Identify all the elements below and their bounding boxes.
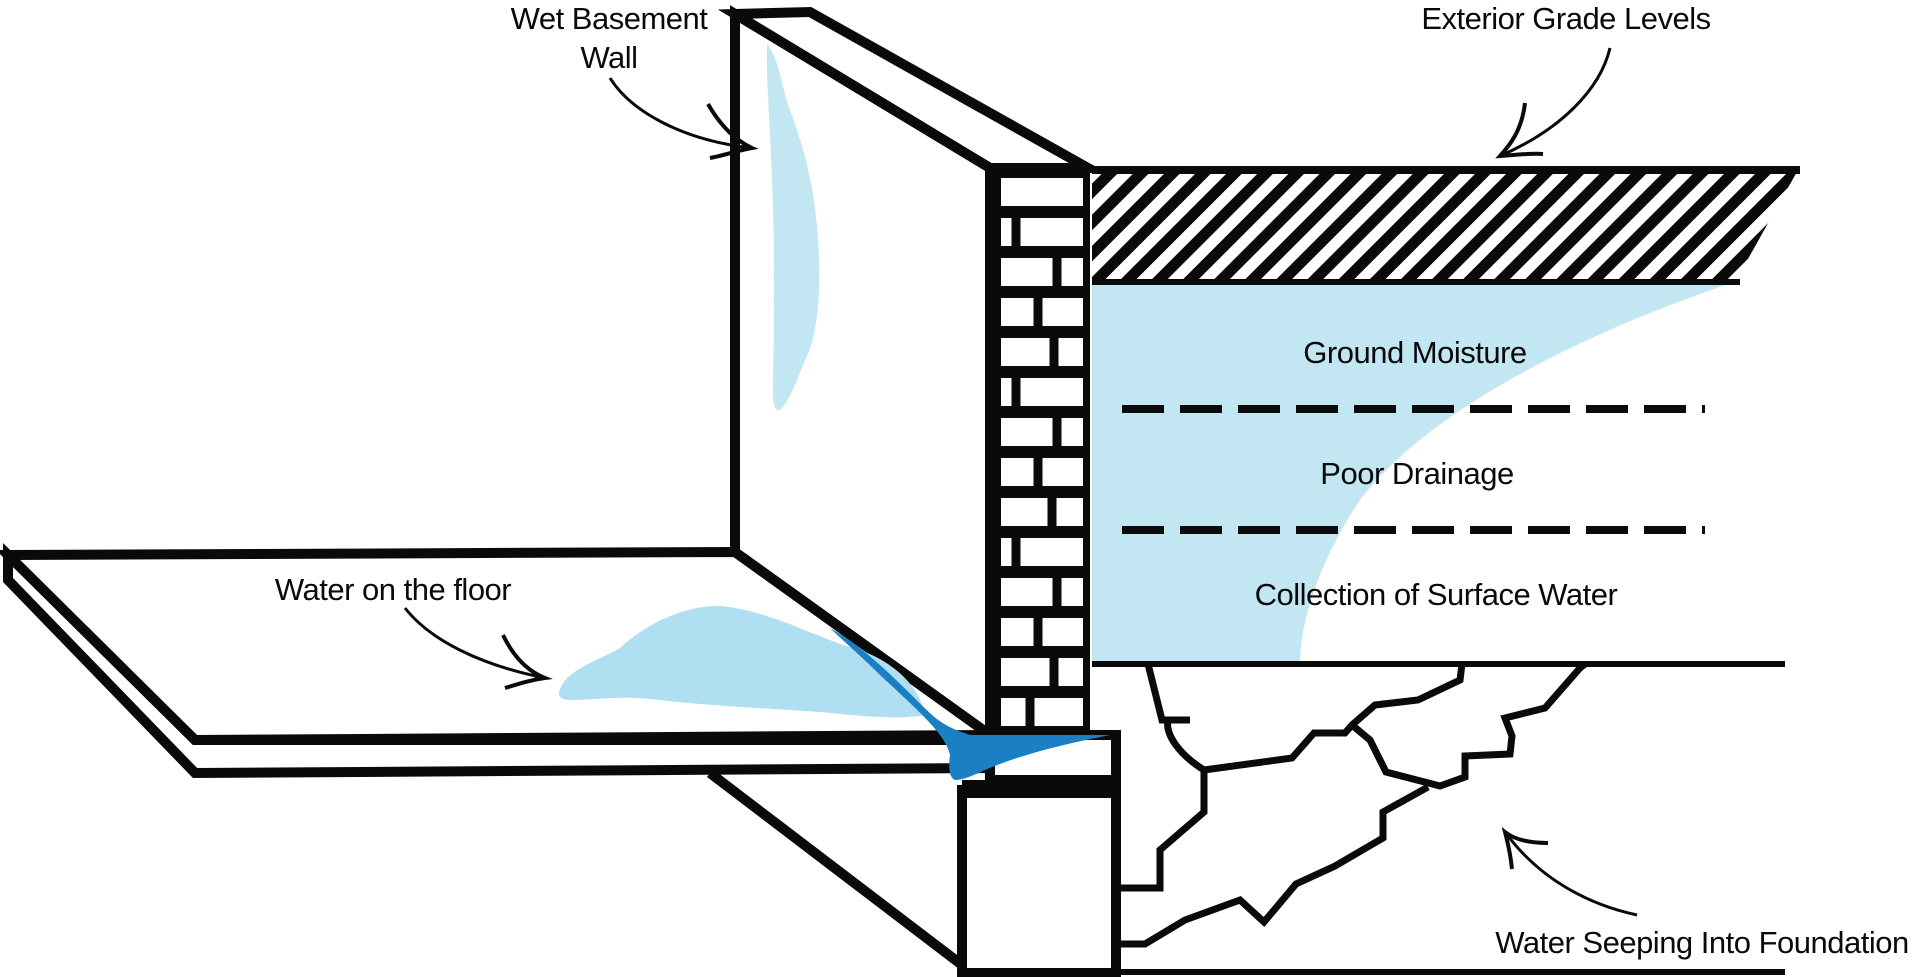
exterior-grade-band: [1092, 170, 1798, 282]
wet-wall-arrow: [608, 77, 753, 150]
brick: [1020, 538, 1083, 566]
ground-moisture-zone: [1092, 280, 1740, 665]
label-ground-moisture: Ground Moisture: [1303, 335, 1526, 370]
seeping-arrowhead: [1501, 826, 1549, 870]
brick: [1001, 618, 1034, 646]
brick: [1001, 658, 1050, 686]
brick: [1061, 258, 1083, 286]
brick: [1001, 338, 1050, 366]
label-water-floor: Water on the floor: [275, 572, 511, 607]
brick-wall-frame: [990, 168, 1090, 735]
label-exterior-grade: Exterior Grade Levels: [1421, 1, 1710, 36]
brick: [1061, 578, 1083, 606]
brick: [1001, 258, 1053, 286]
crack-middle: [1203, 663, 1466, 774]
floor-slab-edge: [2, 543, 995, 779]
brick: [1034, 698, 1083, 726]
label-wet-wall-line2: Wall: [580, 40, 637, 75]
floor-underside: [706, 769, 966, 969]
grade-arrow: [1499, 47, 1612, 158]
wet-wall-streak: [766, 44, 820, 411]
foundation-footing: [957, 785, 1121, 977]
brick: [1001, 418, 1053, 446]
brick: [1061, 418, 1083, 446]
brick: [1058, 338, 1083, 366]
brick: [1001, 538, 1012, 566]
grade-arrowhead: [1495, 102, 1544, 159]
brick: [1056, 498, 1083, 526]
label-seeping: Water Seeping Into Foundation: [1495, 925, 1908, 960]
brick: [1042, 458, 1083, 486]
brick: [1001, 498, 1048, 526]
brick: [1042, 298, 1083, 326]
brick: [1020, 218, 1083, 246]
brick: [1001, 698, 1026, 726]
leak-stream: [830, 628, 1110, 780]
seeping-arrow: [1503, 831, 1638, 917]
floor-arrow: [403, 607, 546, 680]
brick: [1001, 298, 1034, 326]
brick: [1020, 378, 1083, 406]
crack-lower: [1115, 783, 1430, 948]
wet-wall-arrowhead: [706, 103, 759, 160]
floor-arrowhead: [501, 634, 553, 690]
label-wet-wall-line1: Wet Basement: [511, 1, 709, 36]
brick: [1001, 458, 1034, 486]
brick: [1001, 218, 1012, 246]
foundation-cracks: [1115, 661, 1588, 948]
brick: [1001, 578, 1053, 606]
leader-arrows: [403, 47, 1638, 917]
brick-wall: [990, 168, 1090, 735]
floor-puddle: [558, 605, 925, 718]
label-poor-drainage: Poor Drainage: [1320, 456, 1513, 491]
brick: [1058, 658, 1083, 686]
brick: [1042, 618, 1083, 646]
crack-right: [1349, 661, 1588, 790]
crack-left: [1115, 663, 1208, 892]
brick: [1001, 178, 1083, 206]
brick: [1001, 378, 1012, 406]
label-surface-water: Collection of Surface Water: [1255, 577, 1618, 612]
